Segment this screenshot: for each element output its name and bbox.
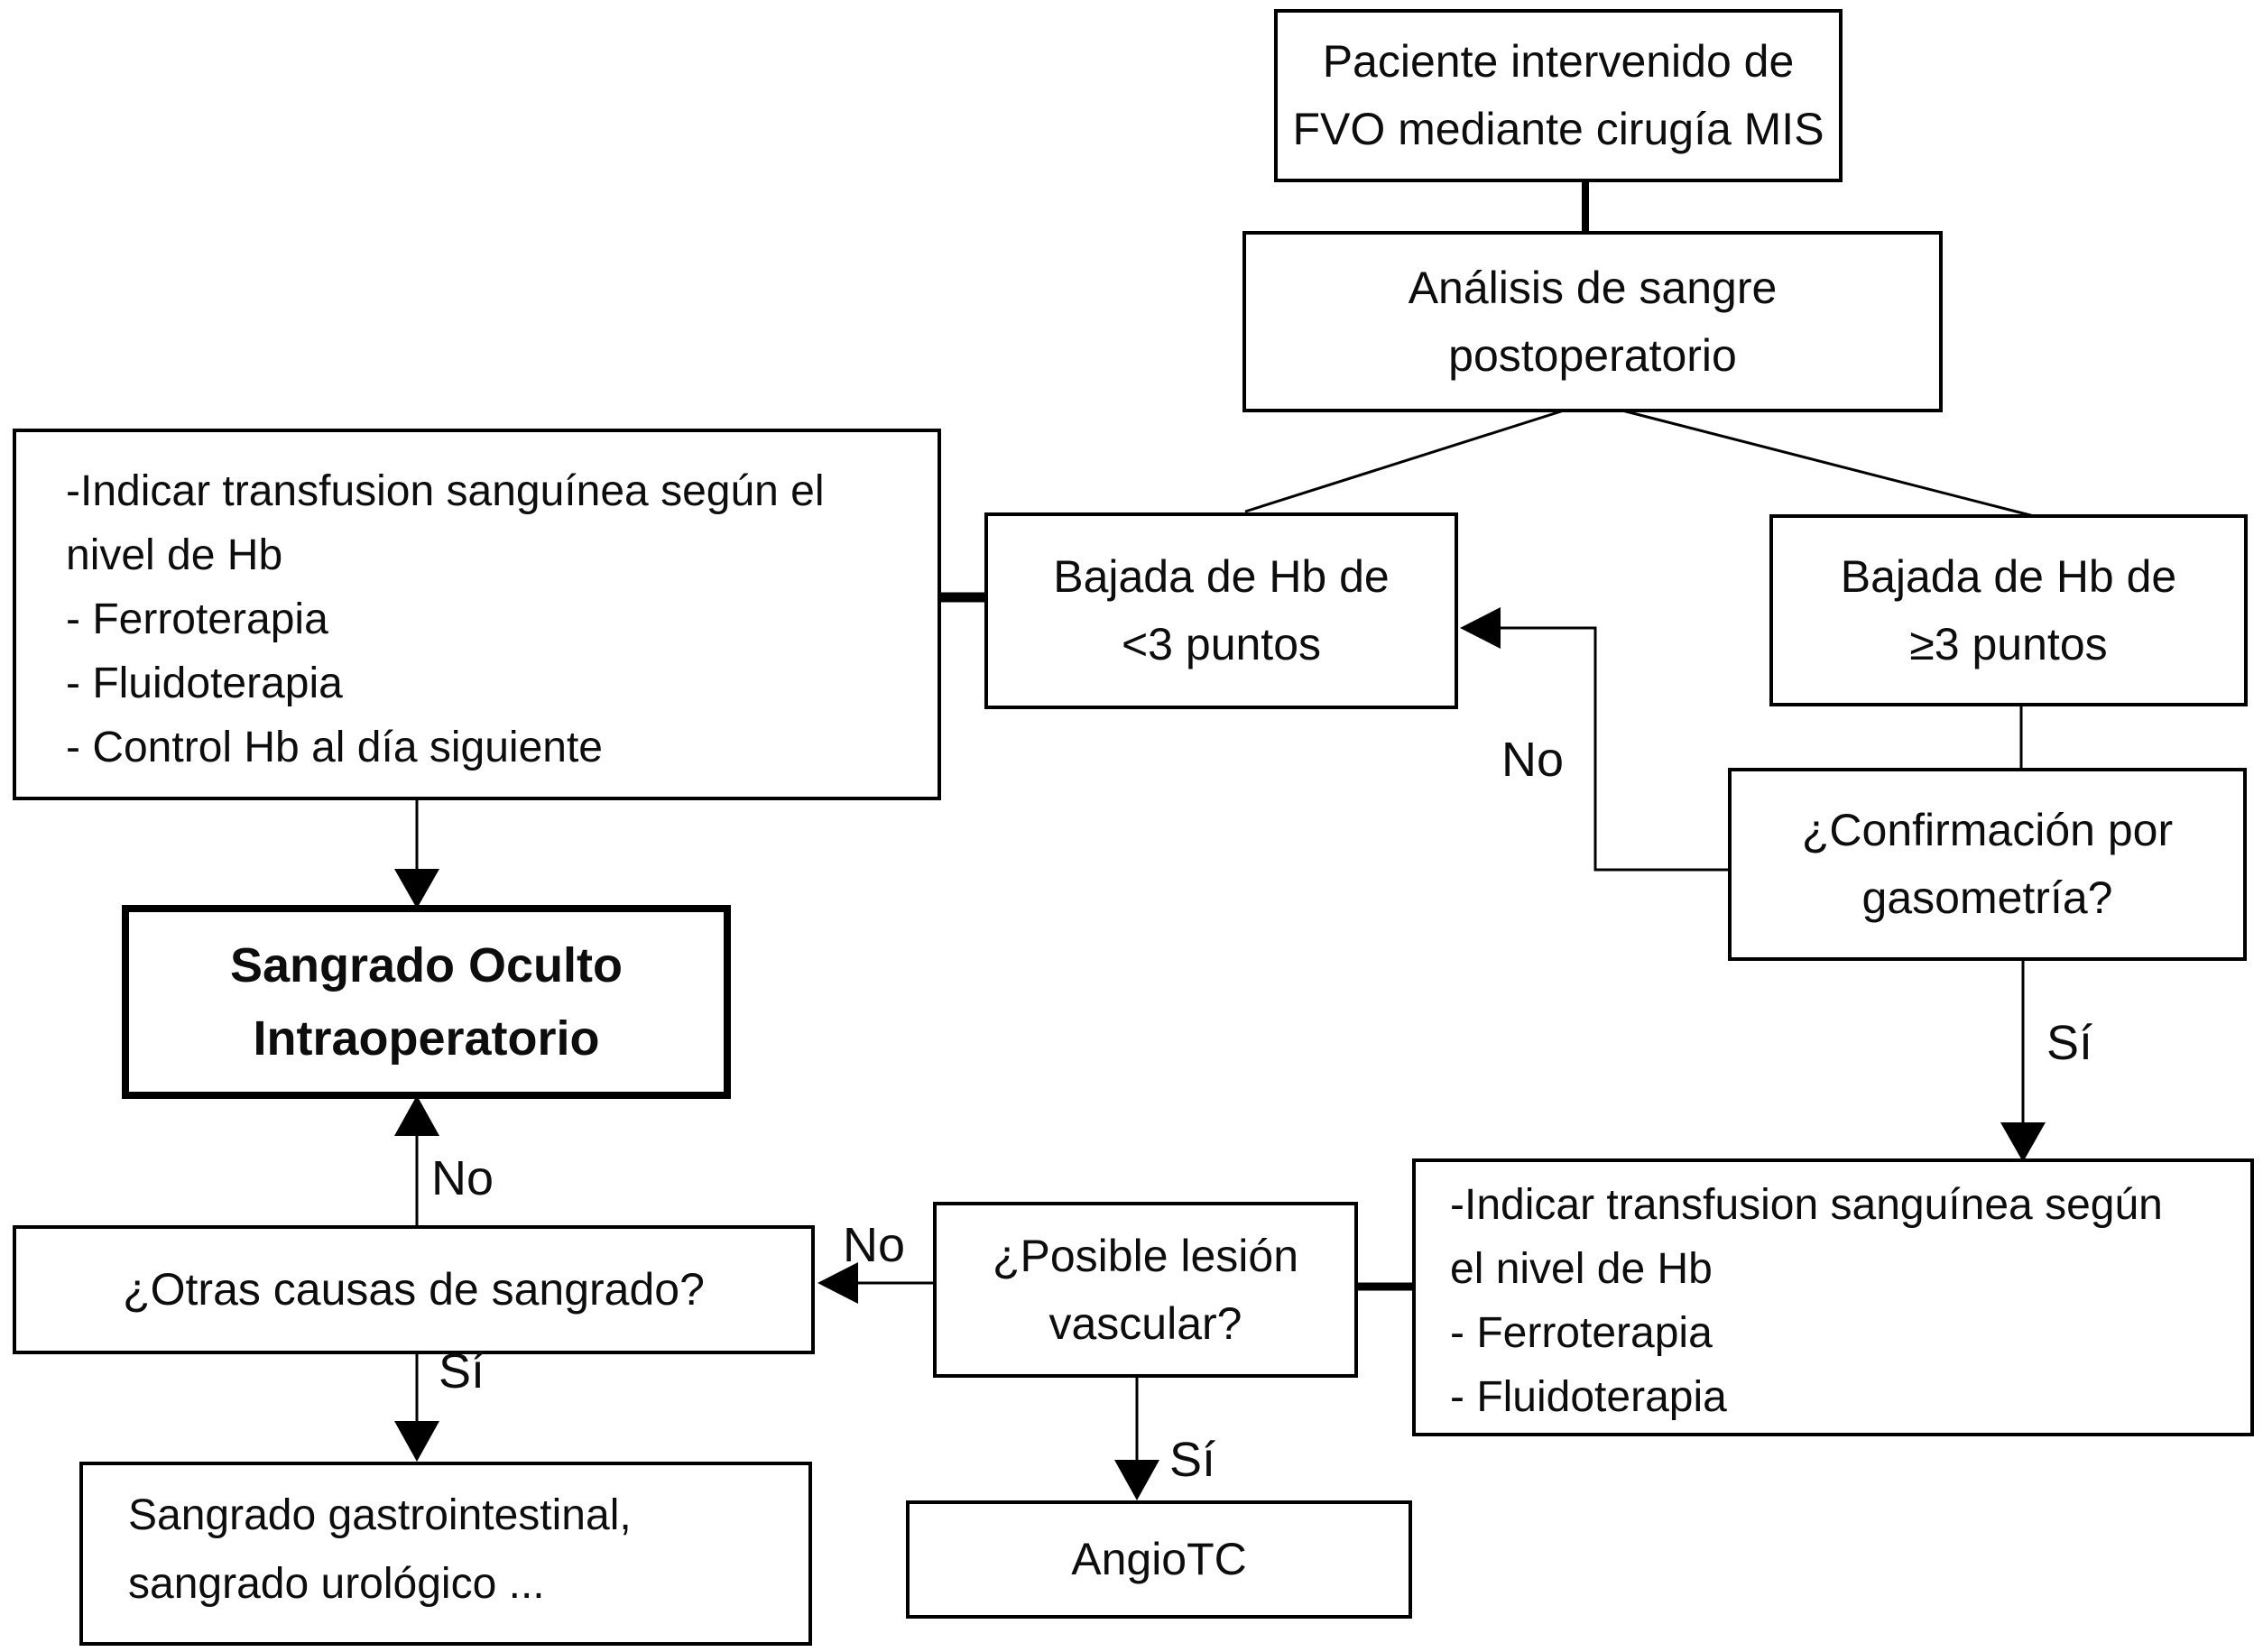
arrowhead-into-oculto-top [394, 869, 439, 909]
node-text: Análisis de sangre [1408, 262, 1778, 313]
arrowhead-into-bajada-menor [1460, 607, 1501, 649]
label-no-otras-causas: No [431, 1151, 494, 1205]
arrowhead-into-gastro [394, 1421, 439, 1462]
node-text: postoperatorio [1448, 329, 1737, 381]
node-tratamiento-hb-mayor: -Indicar transfusion sanguínea según el … [1412, 1158, 2254, 1436]
label-no-posible-lesion: No [843, 1218, 906, 1272]
arrowhead-into-oculto-bottom [394, 1095, 439, 1136]
connector-analisis-bajada-mayor [1621, 409, 2035, 518]
label-si-otras-causas: Sí [439, 1344, 485, 1398]
node-text: el nivel de Hb [1450, 1245, 1713, 1293]
arrowhead-into-angiotc [1114, 1460, 1159, 1500]
node-text: nivel de Hb [66, 531, 283, 579]
node-bajada-hb-menor-3: Bajada de Hb de <3 puntos [984, 512, 1458, 709]
node-text: Paciente intervenido de [1322, 36, 1795, 87]
node-text: Intraoperatorio [253, 1011, 600, 1066]
arrowhead-into-otras-causas [817, 1262, 858, 1304]
node-text: vascular? [1048, 1297, 1242, 1349]
node-text: -Indicar transfusion sanguínea según [1450, 1181, 2163, 1229]
node-text: - Fluidoterapia [1450, 1373, 1727, 1421]
node-tratamiento-hb-menor: -Indicar transfusion sanguínea según el … [13, 429, 941, 800]
node-text: ¿Confirmación por [1801, 805, 2174, 855]
node-text: AngioTC [1071, 1534, 1247, 1584]
arrowhead-into-tratamiento-mayor [2000, 1122, 2046, 1162]
node-sangrado-oculto: Sangrado Oculto Intraoperatorio [122, 905, 731, 1099]
node-text: ¿Otras causas de sangrado? [123, 1264, 705, 1315]
node-bajada-hb-mayor-3: Bajada de Hb de ≥3 puntos [1769, 514, 2248, 706]
node-text: ≥3 puntos [1909, 618, 2108, 669]
node-paciente-intervenido: Paciente intervenido de FVO mediante cir… [1274, 9, 1843, 182]
node-text: -Indicar transfusion sanguínea según el [66, 467, 825, 515]
node-text: <3 puntos [1121, 619, 1322, 669]
node-text: Sangrado gastrointestinal, [128, 1491, 632, 1539]
node-confirmacion-gasometria: ¿Confirmación por gasometría? [1728, 768, 2247, 961]
label-si-posible-lesion: Sí [1169, 1433, 1216, 1487]
node-text: gasometría? [1861, 872, 2113, 923]
node-text: - Control Hb al día siguiente [66, 724, 603, 771]
connector-analisis-bajada-menor [1244, 409, 1565, 513]
node-otras-causas-sangrado: ¿Otras causas de sangrado? [13, 1225, 815, 1354]
node-posible-lesion-vascular: ¿Posible lesión vascular? [933, 1202, 1358, 1378]
node-angiotc: AngioTC [906, 1500, 1412, 1619]
label-si-confirmacion: Sí [2046, 1016, 2093, 1070]
node-text: Bajada de Hb de [1053, 551, 1390, 602]
connector-confirmacion-no-path [1498, 626, 1730, 872]
node-analisis-sangre: Análisis de sangre postoperatorio [1242, 231, 1943, 412]
node-sangrado-gastrointestinal: Sangrado gastrointestinal, sangrado urol… [79, 1462, 812, 1646]
node-text: Sangrado Oculto [229, 937, 623, 992]
node-text: FVO mediante cirugía MIS [1292, 104, 1824, 154]
node-text: Bajada de Hb de [1840, 550, 2177, 602]
node-text: - Ferroterapia [1450, 1309, 1713, 1357]
node-text: - Fluidoterapia [66, 660, 343, 707]
node-text: sangrado urológico ... [128, 1560, 545, 1608]
label-no-confirmacion: No [1501, 733, 1565, 787]
node-text: ¿Posible lesión [992, 1230, 1299, 1281]
node-text: - Ferroterapia [66, 595, 328, 643]
